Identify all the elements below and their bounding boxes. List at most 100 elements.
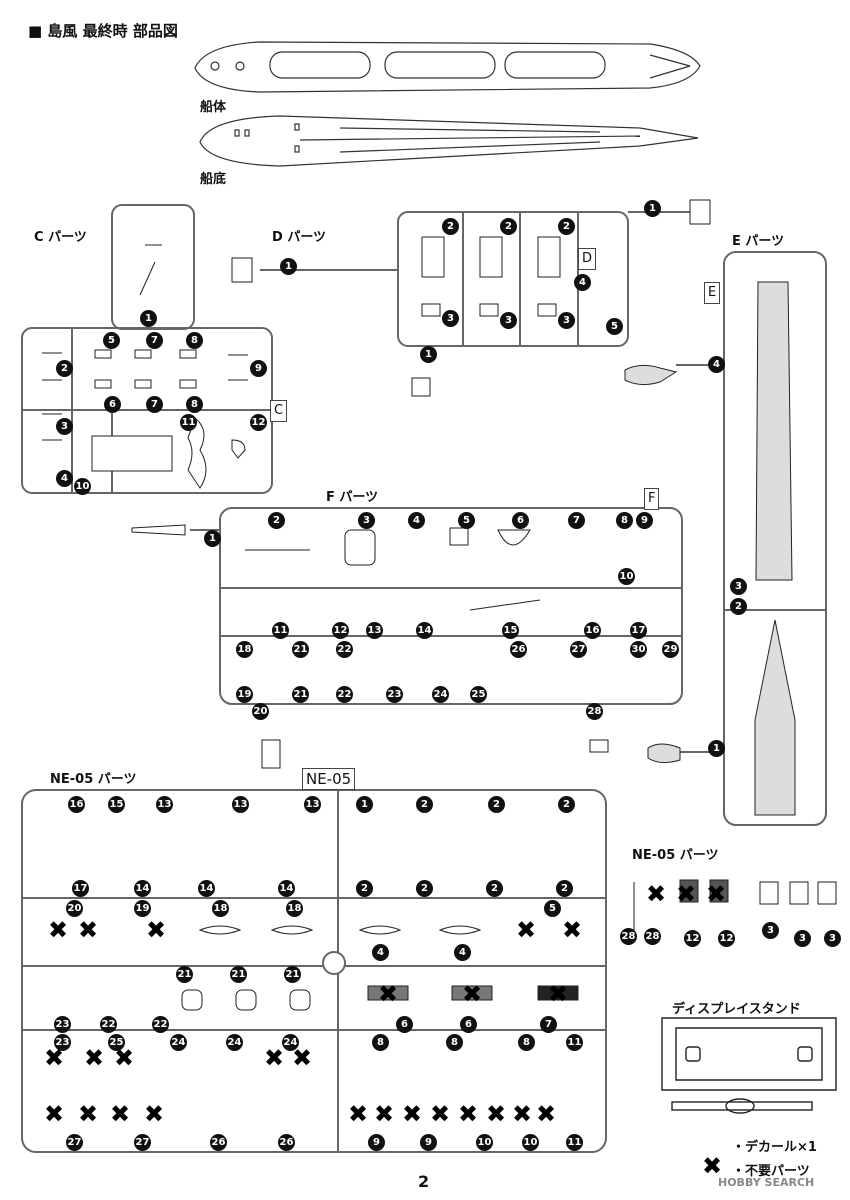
part-number-badge: 13 — [232, 796, 249, 813]
part-number-badge: 23 — [386, 686, 403, 703]
part-number-badge: 21 — [284, 966, 301, 983]
part-number-badge: 13 — [366, 622, 383, 639]
unused-x-icon: ✖ — [78, 1100, 99, 1128]
part-number-badge: 28 — [644, 928, 661, 945]
part-number-badge: 2 — [488, 796, 505, 813]
page-title: ■ 島風 最終時 部品図 — [28, 22, 178, 40]
part-number-badge: 22 — [336, 641, 353, 658]
part-number-badge: 8 — [186, 332, 203, 349]
sprue-d-parts — [231, 199, 711, 397]
unused-x-icon: ✖ — [548, 980, 569, 1008]
part-number-badge: 7 — [568, 512, 585, 529]
part-number-badge: 7 — [146, 332, 163, 349]
sprue-f-tag: F — [644, 488, 660, 510]
unused-x-icon: ✖ — [536, 1100, 557, 1128]
part-number-badge: 9 — [636, 512, 653, 529]
part-number-badge: 4 — [708, 356, 725, 373]
unused-x-icon: ✖ — [292, 1044, 313, 1072]
part-number-badge: 3 — [500, 312, 517, 329]
part-number-badge: 1 — [708, 740, 725, 757]
sprue-f-frame — [190, 507, 683, 705]
legend-decal: ・デカール×1 — [732, 1140, 817, 1155]
part-number-badge: 7 — [540, 1016, 557, 1033]
sprue-c-tag: C — [270, 400, 288, 422]
sprue-e-tag: E — [704, 282, 721, 304]
part-number-badge: 2 — [730, 598, 747, 615]
part-number-badge: 25 — [470, 686, 487, 703]
part-number-badge: 22 — [152, 1016, 169, 1033]
display-stand-heading: ディスプレイスタンド — [672, 1002, 801, 1017]
part-number-badge: 3 — [56, 418, 73, 435]
part-number-badge: 5 — [458, 512, 475, 529]
unused-x-icon: ✖ — [706, 880, 727, 908]
part-number-badge: 18 — [212, 900, 229, 917]
part-number-badge: 2 — [486, 880, 503, 897]
part-number-badge: 22 — [100, 1016, 117, 1033]
part-number-badge: 20 — [252, 703, 269, 720]
ne05-loose-parts — [633, 879, 837, 930]
unused-x-icon: ✖ — [264, 1044, 285, 1072]
part-number-badge: 6 — [460, 1016, 477, 1033]
part-number-badge: 2 — [416, 880, 433, 897]
part-number-badge: 27 — [570, 641, 587, 658]
hull-lower-label: 船底 — [200, 172, 227, 187]
unused-x-icon: ✖ — [486, 1100, 507, 1128]
unused-x-icon: ✖ — [462, 980, 483, 1008]
part-number-badge: 5 — [606, 318, 623, 335]
unused-x-icon: ✖ — [430, 1100, 451, 1128]
part-number-badge: 14 — [278, 880, 295, 897]
part-number-badge: 8 — [518, 1034, 535, 1051]
sprue-c-heading: C パーツ — [34, 230, 87, 245]
part-number-badge: 14 — [416, 622, 433, 639]
ne05-loose-heading: NE-05 パーツ — [632, 848, 719, 863]
part-number-badge: 23 — [54, 1016, 71, 1033]
sprue-d-frame — [260, 211, 690, 347]
part-number-badge: 23 — [54, 1034, 71, 1051]
sprue-ne05-heading: NE-05 パーツ — [50, 772, 137, 787]
hull-upper-drawing — [194, 41, 701, 93]
part-number-badge: 1 — [204, 530, 221, 547]
part-number-badge: 2 — [558, 796, 575, 813]
unused-x-icon: ✖ — [44, 1100, 65, 1128]
part-number-badge: 12 — [684, 930, 701, 947]
sprue-e-heading: E パーツ — [732, 234, 785, 249]
part-number-badge: 8 — [186, 396, 203, 413]
unused-x-icon: ✖ — [146, 916, 167, 944]
unused-x-icon: ✖ — [702, 1152, 723, 1180]
part-number-badge: 8 — [616, 512, 633, 529]
unused-x-icon: ✖ — [646, 880, 667, 908]
sprue-f-heading: F パーツ — [326, 490, 379, 505]
unused-x-icon: ✖ — [78, 916, 99, 944]
part-number-badge: 10 — [618, 568, 635, 585]
part-number-badge: 14 — [198, 880, 215, 897]
unused-x-icon: ✖ — [48, 916, 69, 944]
sprue-e-frame — [676, 251, 827, 826]
hull-upper-label: 船体 — [200, 100, 227, 115]
watermark-text: HOBBY SEARCH — [718, 1176, 815, 1189]
part-number-badge: 2 — [416, 796, 433, 813]
unused-x-icon: ✖ — [44, 1044, 65, 1072]
part-number-badge: 21 — [292, 686, 309, 703]
unused-x-icon: ✖ — [516, 916, 537, 944]
part-number-badge: 2 — [56, 360, 73, 377]
part-number-badge: 28 — [586, 703, 603, 720]
part-number-badge: 16 — [68, 796, 85, 813]
part-number-badge: 28 — [620, 928, 637, 945]
part-number-badge: 24 — [282, 1034, 299, 1051]
part-number-badge: 7 — [146, 396, 163, 413]
part-number-badge: 25 — [108, 1034, 125, 1051]
part-number-badge: 27 — [66, 1134, 83, 1151]
unused-x-icon: ✖ — [378, 980, 399, 1008]
part-number-badge: 11 — [180, 414, 197, 431]
part-number-badge: 3 — [824, 930, 841, 947]
part-number-badge: 20 — [66, 900, 83, 917]
part-number-badge: 22 — [336, 686, 353, 703]
part-number-badge: 21 — [176, 966, 193, 983]
part-number-badge: 2 — [558, 218, 575, 235]
part-number-badge: 3 — [558, 312, 575, 329]
part-number-badge: 12 — [332, 622, 349, 639]
part-number-badge: 13 — [156, 796, 173, 813]
hull-lower-drawing — [199, 115, 699, 167]
part-number-badge: 24 — [432, 686, 449, 703]
